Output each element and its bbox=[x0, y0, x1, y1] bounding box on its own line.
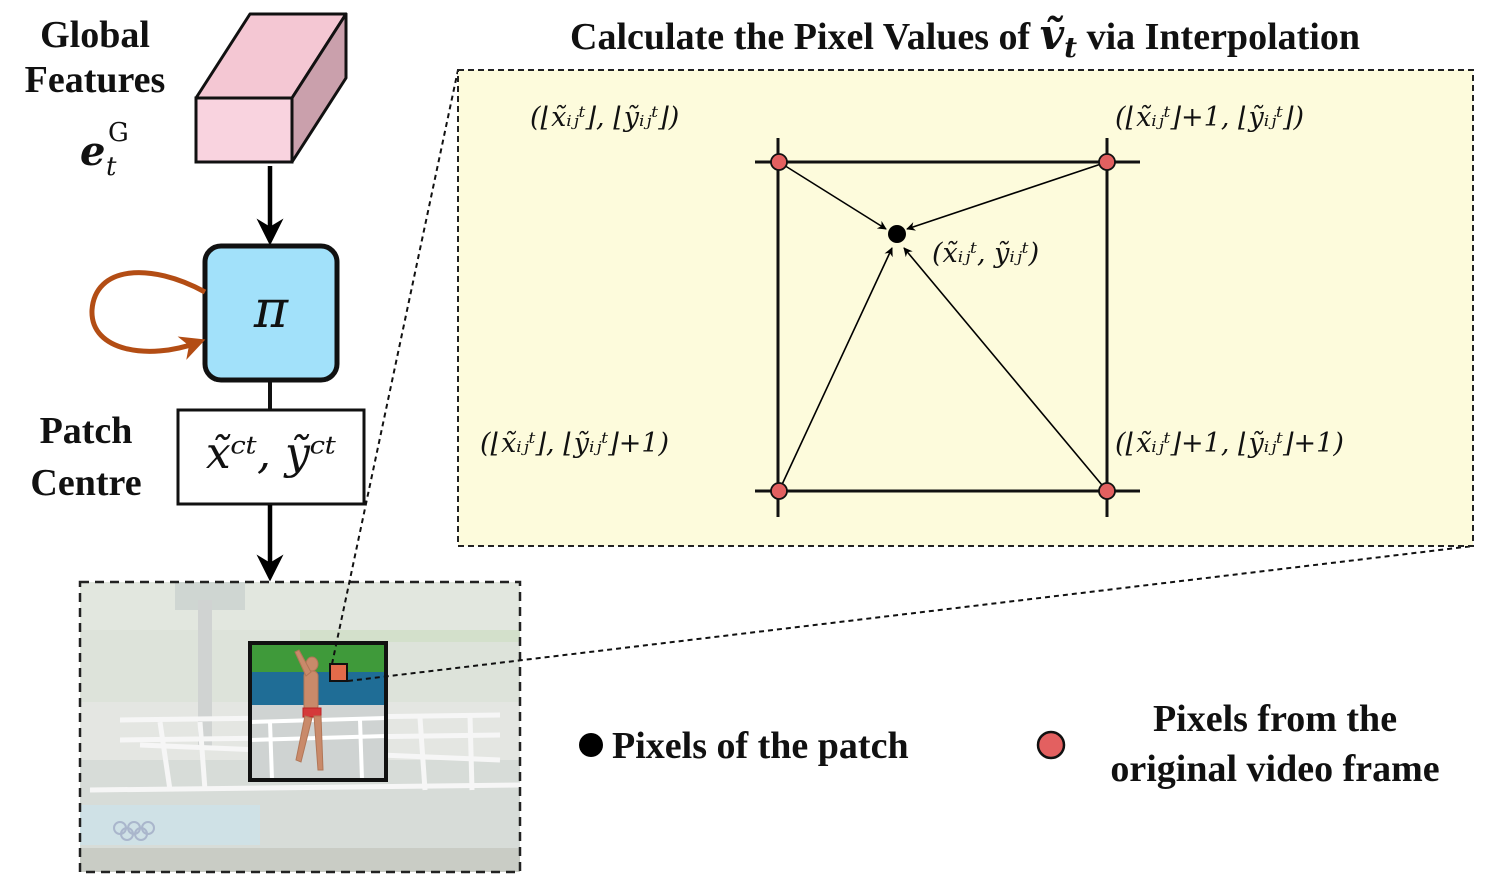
red-pixel-bottom-right bbox=[1098, 482, 1116, 500]
global-features-cube bbox=[194, 12, 348, 164]
center-pixel-label: (x̃ᵢⱼᵗ, ỹᵢⱼᵗ) bbox=[932, 238, 1040, 269]
symbol-e: e bbox=[80, 128, 106, 175]
policy-symbol: π bbox=[253, 280, 289, 340]
corner-label-top-left: (⌊x̃ᵢⱼᵗ⌋, ⌊ỹᵢⱼᵗ⌋) bbox=[530, 102, 680, 133]
symbol-e-sup: G bbox=[108, 118, 129, 148]
video-frame-border bbox=[78, 580, 522, 874]
red-pixel-top-left bbox=[770, 153, 788, 171]
patch-centre-box bbox=[176, 408, 366, 506]
patch-pixel-center bbox=[888, 225, 906, 243]
interpolation-title-symbol: ṽ bbox=[1039, 10, 1065, 59]
cube-front-face bbox=[194, 96, 294, 164]
interpolation-title-suffix: via Interpolation bbox=[1086, 16, 1360, 58]
interpolation-title-sub: t bbox=[1064, 31, 1078, 64]
patch-centre-label: Patch Centre bbox=[8, 412, 164, 502]
red-pixel-top-right bbox=[1098, 153, 1116, 171]
arrow-from-top-left bbox=[778, 161, 887, 230]
global-features-symbol: e G t bbox=[72, 118, 182, 182]
interpolation-arrows bbox=[778, 161, 1108, 492]
legend-black-label: Pixels of the patch bbox=[612, 725, 909, 767]
legend-red-label: Pixels from the original video frame bbox=[1070, 700, 1480, 788]
arrow-from-bottom-right bbox=[903, 247, 1108, 492]
arrow-from-top-right bbox=[906, 161, 1108, 231]
global-features-label: Global Features bbox=[4, 16, 186, 99]
recurrent-loop-arrow bbox=[89, 270, 207, 360]
legend-red-dot bbox=[1036, 730, 1066, 760]
legend-red-line1: Pixels from the bbox=[1152, 698, 1398, 740]
olympic-rings bbox=[113, 821, 155, 841]
global-features-line2: Features bbox=[24, 59, 166, 101]
corner-label-bottom-right: (⌊x̃ᵢⱼᵗ⌋+1, ⌊ỹᵢⱼᵗ⌋+1) bbox=[1115, 428, 1344, 459]
corner-label-top-right: (⌊x̃ᵢⱼᵗ⌋+1, ⌊ỹᵢⱼᵗ⌋) bbox=[1115, 102, 1305, 133]
interpolation-panel bbox=[457, 69, 1474, 547]
symbol-e-sub: t bbox=[106, 152, 117, 182]
red-pixel-bottom-left bbox=[770, 482, 788, 500]
arrow-from-bottom-left bbox=[778, 247, 893, 492]
interpolation-title: Calculate the Pixel Values of ṽt via Int… bbox=[470, 14, 1460, 62]
zoom-line-top bbox=[331, 69, 459, 665]
legend-black-dot bbox=[579, 733, 603, 757]
patch-crop bbox=[248, 641, 388, 782]
original-frame-pixels bbox=[770, 153, 1116, 500]
patch-centre-formula: x̃ᶜᵗ, ỹᶜᵗ bbox=[205, 428, 337, 479]
diver-figure bbox=[294, 649, 324, 771]
legend-red-line2: original video frame bbox=[1110, 748, 1440, 790]
corner-label-bottom-left: (⌊x̃ᵢⱼᵗ⌋, ⌊ỹᵢⱼᵗ⌋+1) bbox=[480, 428, 670, 459]
global-features-line1: Global bbox=[40, 14, 150, 56]
patch-centre-line2: Centre bbox=[30, 462, 142, 504]
patch-centre-line1: Patch bbox=[39, 410, 133, 452]
interpolation-grid bbox=[755, 138, 1140, 517]
interpolation-title-prefix: Calculate the Pixel Values of bbox=[570, 16, 1031, 58]
